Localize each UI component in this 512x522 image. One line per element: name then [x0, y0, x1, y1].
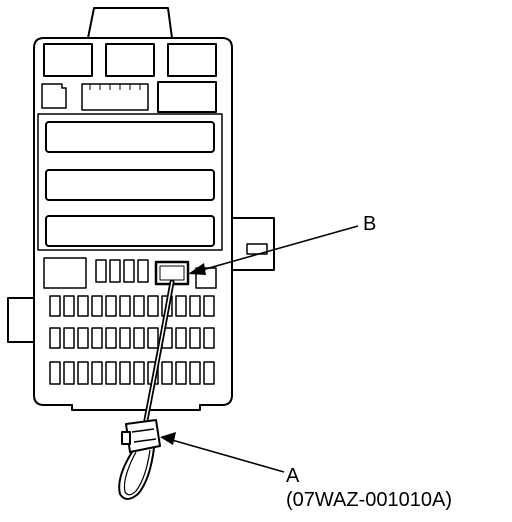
small-fuse-slot	[195, 267, 217, 289]
tool-wire-loop-inner	[123, 449, 151, 496]
leader-line-b	[201, 225, 359, 271]
tool-wire-loop	[118, 447, 155, 500]
mini-relay-slot	[43, 257, 87, 289]
fuse-grid-row-1	[49, 295, 215, 317]
special-tool-a	[118, 419, 161, 500]
relay-slot-4	[157, 81, 217, 113]
small-fuse-slot	[109, 259, 121, 283]
small-fuse-slot	[123, 259, 135, 283]
fuse-grid	[49, 295, 215, 385]
relay-slot-2	[105, 43, 155, 77]
tool-connector-body	[125, 419, 161, 453]
relay-slot-1	[43, 43, 93, 77]
large-fuse-row-2	[45, 169, 215, 201]
small-connector-left	[41, 83, 67, 109]
top-mounting-tab	[87, 7, 173, 39]
terminal-block-center	[81, 83, 149, 111]
left-side-tab	[7, 297, 37, 343]
arrowhead-b	[188, 263, 206, 275]
large-fuse-panel	[37, 113, 223, 251]
fuse-box-body	[33, 37, 233, 411]
leader-line-a	[171, 439, 285, 473]
tool-connector-body-detail	[131, 428, 157, 443]
relay-slot-3	[167, 43, 217, 77]
tool-connector-latch	[121, 431, 131, 445]
callout-b-label: B	[363, 213, 377, 235]
small-fuse-slot	[95, 259, 107, 283]
arrowhead-a	[160, 432, 176, 445]
large-fuse-row-1	[45, 121, 215, 153]
callout-a-label: A	[286, 465, 300, 487]
small-fuse-slot	[137, 259, 149, 283]
fuse-grid-row-2	[49, 327, 215, 349]
small-fuse-group-1	[95, 259, 149, 283]
terminal-block-center-pins	[89, 84, 141, 90]
jumper-wire-core	[145, 281, 173, 421]
large-fuse-row-3	[45, 215, 215, 247]
fuse-grid-row-3	[49, 361, 215, 385]
callout-a-part-number: (07WAZ-001010A)	[286, 489, 452, 511]
